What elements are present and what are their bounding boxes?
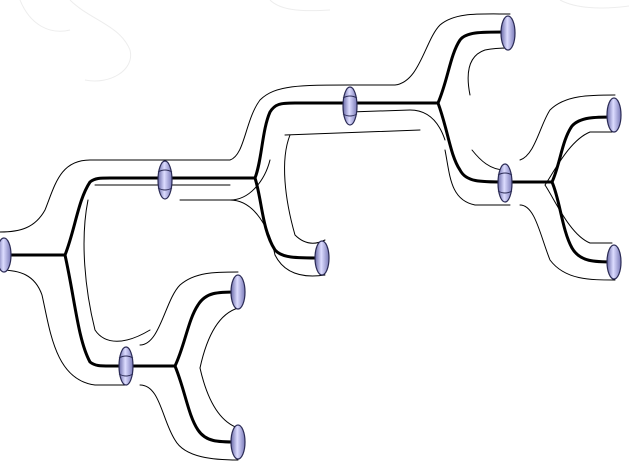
junction-node-2: [342, 86, 358, 126]
leaf-node-top: [500, 15, 516, 51]
background-faint-shapes: [19, 0, 629, 82]
junction-node-3: [497, 163, 513, 203]
junction-node-1: [157, 160, 173, 200]
nodes: [0, 15, 622, 460]
branch-lines: [3, 30, 616, 444]
leaf-node-bottom-lower: [230, 424, 246, 460]
leaf-node-right-lower: [606, 244, 622, 280]
leaf-node-mid: [314, 240, 330, 276]
junction-node-4: [118, 346, 134, 386]
leaf-node-bottom-upper: [230, 274, 246, 310]
root-node: [0, 237, 12, 273]
leaf-node-right-upper: [606, 97, 622, 133]
